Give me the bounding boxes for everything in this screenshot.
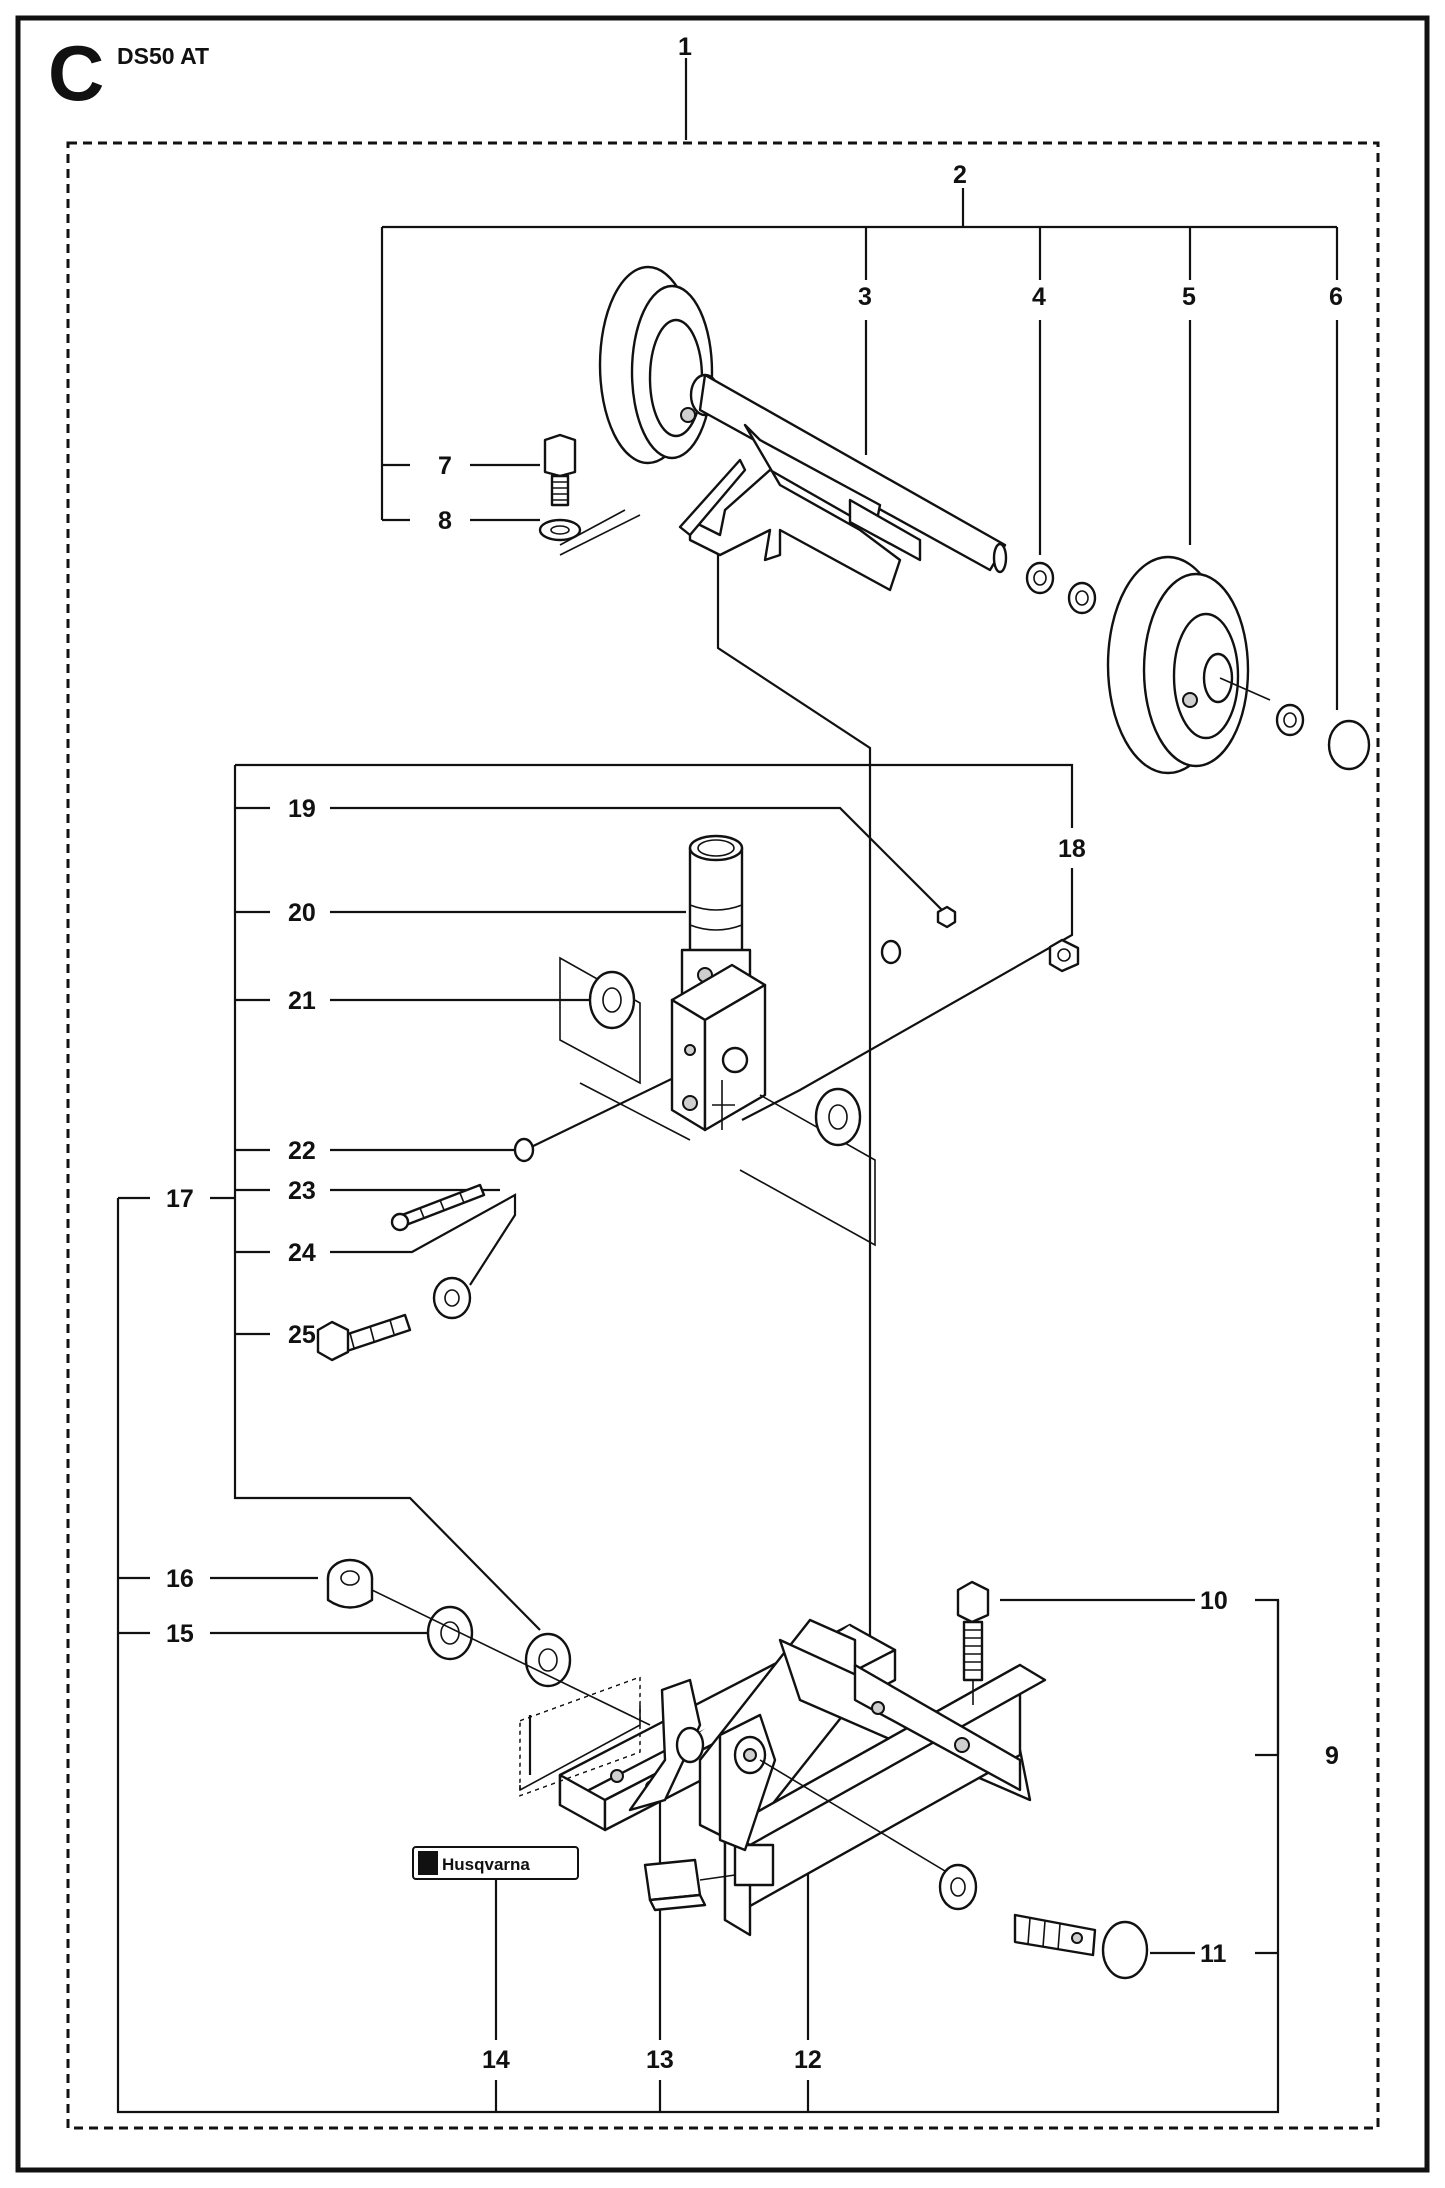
callout-15: 15 [166, 1620, 194, 1648]
callout-5: 5 [1182, 283, 1196, 311]
callout-20: 20 [288, 899, 316, 927]
callout-6: 6 [1329, 283, 1343, 311]
callout-3: 3 [858, 283, 872, 311]
model-name: DS50 AT [117, 43, 209, 69]
callout-13: 13 [646, 2046, 674, 2074]
washers-and-nuts-group [316, 905, 1080, 1362]
callout-21: 21 [288, 987, 316, 1015]
callout-22: 22 [288, 1137, 316, 1165]
callout-16: 16 [166, 1565, 194, 1593]
callout-25: 25 [288, 1321, 316, 1349]
hex-bolt-and-washer [538, 433, 641, 556]
callout-4: 4 [1032, 283, 1046, 311]
callout-11: 11 [1200, 1940, 1227, 1968]
column-block-assembly [559, 834, 876, 1247]
callout-9: 9 [1325, 1742, 1339, 1770]
callout-14: 14 [482, 2046, 510, 2074]
callout-2: 2 [953, 161, 967, 189]
callout-18: 18 [1058, 835, 1086, 863]
assembly-boundary [66, 141, 1380, 2130]
leader-lines [116, 58, 1339, 2114]
callout-1: 1 [678, 33, 692, 61]
callout-24: 24 [288, 1239, 316, 1267]
callout-19: 19 [288, 795, 316, 823]
callout-23: 23 [288, 1177, 316, 1205]
wheel-axle-assembly [598, 265, 1371, 775]
callout-12: 12 [794, 2046, 822, 2074]
callout-10: 10 [1200, 1587, 1228, 1615]
callout-17: 17 [166, 1185, 194, 1213]
logo-text: Husqvarna [442, 1855, 530, 1874]
section-letter: C [48, 29, 104, 117]
base-frame-assembly [326, 1558, 1149, 1980]
callout-7: 7 [438, 452, 452, 480]
husqvarna-logo-decal: Husqvarna [412, 1846, 579, 1880]
callout-8: 8 [438, 507, 452, 535]
